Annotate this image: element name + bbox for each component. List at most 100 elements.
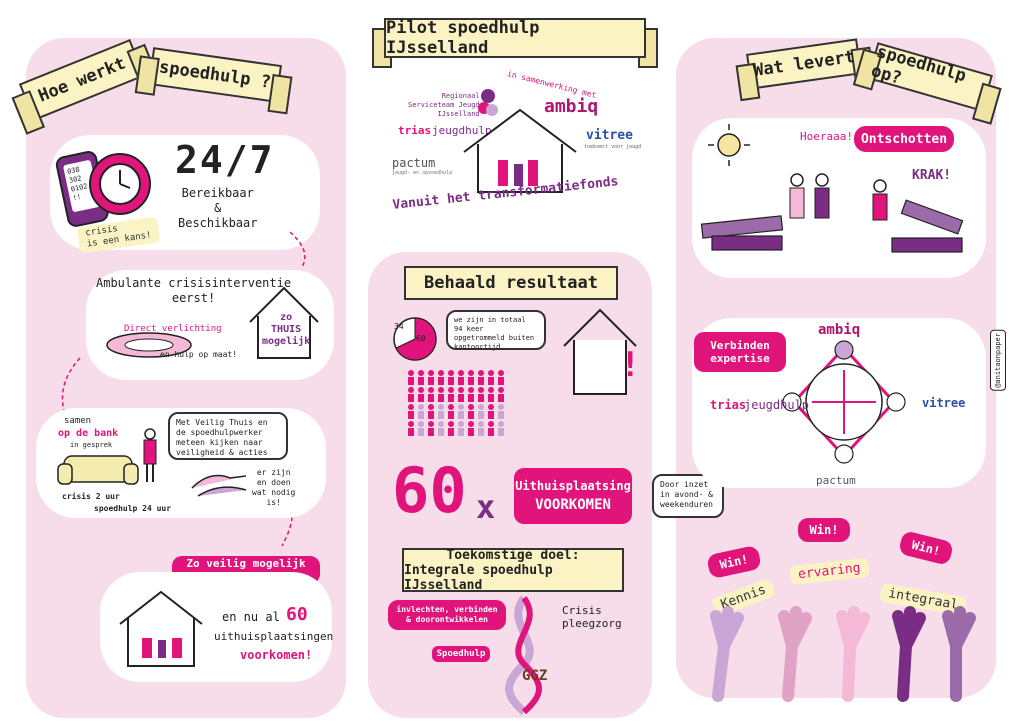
pie-speech: we zijn in totaal 94 keer opgetrommeld b… bbox=[446, 310, 546, 351]
person-icon bbox=[448, 404, 454, 419]
vitree-logo: vitree bbox=[586, 128, 633, 143]
invlechten-box: invlechten, verbinden & doorontwikkelen bbox=[388, 600, 506, 630]
big-60: 60 bbox=[392, 454, 467, 527]
person-icon bbox=[468, 387, 474, 402]
right-trias-jeugdhulp: jeugdhulp bbox=[744, 398, 810, 412]
person-icon bbox=[418, 370, 424, 385]
person-icon bbox=[448, 370, 454, 385]
person-icon bbox=[488, 404, 494, 419]
zo-thuis-text: zo THUIS mogelijk bbox=[262, 312, 311, 347]
person-icon bbox=[468, 421, 474, 436]
trias-jeugdhulp: jeugdhulp bbox=[432, 124, 492, 137]
win-text-2: Win! bbox=[809, 523, 839, 537]
person-icon bbox=[438, 421, 444, 436]
network-diagram bbox=[782, 340, 906, 464]
person-icon bbox=[408, 404, 414, 419]
person-icon bbox=[418, 387, 424, 402]
braid-illustration bbox=[505, 595, 542, 715]
win-text-3: Win! bbox=[910, 537, 942, 559]
person-icon bbox=[488, 387, 494, 402]
person-icon bbox=[478, 404, 484, 419]
samen-text: samen bbox=[64, 416, 92, 426]
person-icon bbox=[448, 421, 454, 436]
person-icon bbox=[458, 370, 464, 385]
vitree-sub: toekomst voor jeugd bbox=[584, 144, 642, 150]
person-icon bbox=[418, 404, 424, 419]
person-icon bbox=[438, 370, 444, 385]
right-trias-logo: trias bbox=[710, 398, 747, 412]
spoedhulp-text: Spoedhulp bbox=[436, 649, 486, 659]
person-icon bbox=[498, 404, 504, 419]
krak-text: KRAK! bbox=[912, 168, 952, 183]
person-icon bbox=[498, 387, 504, 402]
op-de-bank-text: op de bank bbox=[58, 428, 119, 439]
middle-title-ribbon: Pilot spoedhulp IJsselland bbox=[372, 18, 658, 68]
right-title-1: Wat levert bbox=[751, 46, 857, 82]
right-ambiq-logo: ambiq bbox=[818, 322, 861, 338]
uithuisplaatsingen-text: uithuisplaatsingen bbox=[214, 630, 334, 643]
person-icon bbox=[408, 370, 414, 385]
win-box-2: Win! bbox=[798, 518, 850, 542]
verbinden-text: Verbinden expertise bbox=[710, 339, 770, 365]
person-icon bbox=[458, 421, 464, 436]
person-icon bbox=[428, 421, 434, 436]
toekomst-line-2: Integrale spoedhulp IJsselland bbox=[404, 562, 553, 593]
person-icon bbox=[428, 370, 434, 385]
sun-icon bbox=[708, 124, 750, 166]
rsj-logo-icon bbox=[478, 89, 498, 116]
person-icon bbox=[478, 421, 484, 436]
bereikbaar-text: Bereikbaar & Beschikbaar bbox=[178, 186, 258, 230]
pie-chart-illustration bbox=[393, 317, 437, 361]
times-x: x bbox=[476, 488, 496, 526]
pie-label-a: 34 bbox=[394, 322, 404, 331]
ggz-text: GGZ bbox=[522, 668, 548, 684]
right-vitree-logo: vitree bbox=[922, 396, 966, 410]
behaald-ribbon: Behaald resultaat bbox=[392, 266, 630, 310]
clock-24-7: 24/7 bbox=[175, 138, 275, 182]
house-hero-illustration bbox=[463, 108, 577, 193]
person-icon bbox=[488, 421, 494, 436]
person-icon bbox=[498, 421, 504, 436]
er-zijn-text: er zijn en doen wat nodig is! bbox=[252, 468, 296, 507]
person-icon bbox=[428, 404, 434, 419]
crisis-pleegzorg: Crisis pleegzorg bbox=[562, 604, 622, 630]
person-icon bbox=[438, 404, 444, 419]
pactum-logo: pactum bbox=[392, 156, 436, 170]
crisis-2-uur: crisis 2 uur bbox=[62, 492, 120, 501]
person-icon bbox=[478, 387, 484, 402]
behaald-title: Behaald resultaat bbox=[424, 273, 598, 293]
person-icon bbox=[408, 421, 414, 436]
person-icon bbox=[498, 370, 504, 385]
pie-label-b: 60 bbox=[416, 334, 426, 343]
final-60: 60 bbox=[286, 604, 308, 625]
person-icon bbox=[408, 387, 414, 402]
person-icon bbox=[478, 370, 484, 385]
voorkomen-text: voorkomen! bbox=[240, 648, 313, 662]
toekomst-ribbon: Toekomstige doel: Integrale spoedhulp IJ… bbox=[390, 547, 636, 602]
ontschotten-text: Ontschotten bbox=[860, 131, 948, 147]
hands-illustration bbox=[191, 474, 247, 497]
person-icon bbox=[418, 421, 424, 436]
measuring-tape-illustration bbox=[106, 332, 192, 358]
ontschotten-box: Ontschotten bbox=[854, 126, 954, 152]
hoeraaa-text: Hoeraaa! bbox=[800, 130, 853, 143]
person-icon bbox=[458, 404, 464, 419]
voorkomen-caps: VOORKOMEN bbox=[535, 497, 611, 513]
person-figure bbox=[143, 428, 157, 482]
spoedhulp-24-uur: spoedhulp 24 uur bbox=[94, 504, 172, 513]
house-icon-small bbox=[249, 286, 319, 359]
invlechten-text: invlechten, verbinden & doorontwikkelen bbox=[396, 605, 498, 624]
uithuis-title: Uithuisplaatsing bbox=[515, 479, 631, 493]
hulp-op-maat: en hulp op maat! bbox=[160, 350, 238, 359]
svg-text:!: ! bbox=[620, 345, 640, 385]
right-pactum-logo: pactum bbox=[816, 474, 856, 487]
person-icon bbox=[438, 387, 444, 402]
ambiq-logo: ambiq bbox=[544, 96, 599, 117]
people-grid-illustration bbox=[408, 370, 504, 436]
en-nu-al: en nu al bbox=[222, 610, 280, 624]
trias-logo: trias bbox=[398, 124, 432, 137]
toekomst-line-1: Toekomstige doel: bbox=[446, 547, 580, 563]
rsj-logo-text: Regionaal Serviceteam Jeugd IJsselland bbox=[408, 92, 480, 118]
win-text-1: Win! bbox=[718, 552, 750, 572]
verbinden-box: Verbinden expertise bbox=[694, 332, 786, 372]
